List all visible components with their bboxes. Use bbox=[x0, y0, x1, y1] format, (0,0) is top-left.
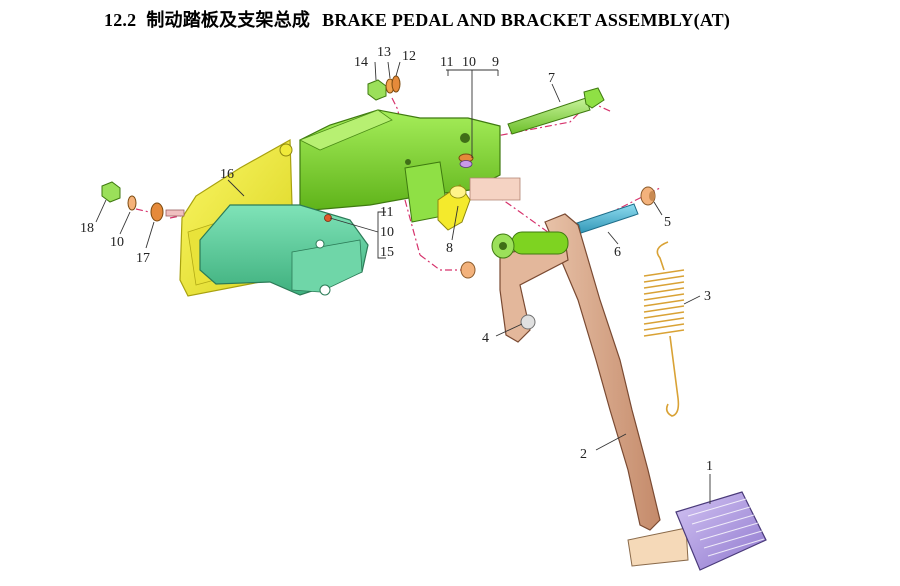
part-main-bracket bbox=[299, 109, 521, 223]
page-title: 12.2 制动踏板及支架总成 BRAKE PEDAL AND BRACKET ASS… bbox=[104, 6, 730, 32]
callout-16: 16 bbox=[220, 167, 234, 182]
callout-5: 5 bbox=[664, 215, 671, 230]
parts-17-10-18-fasteners bbox=[101, 181, 185, 222]
callout-11-top: 11 bbox=[440, 55, 453, 70]
part-1-pedal-pad bbox=[675, 491, 767, 571]
parts-12-14-fasteners bbox=[367, 75, 401, 101]
callout-8: 8 bbox=[446, 241, 453, 256]
part-2-pedal-arm bbox=[491, 213, 689, 567]
callout-17: 17 bbox=[136, 251, 150, 266]
title-chinese: 制动踏板及支架总成 bbox=[146, 10, 311, 30]
part-bushing-left bbox=[460, 261, 476, 279]
callout-3: 3 bbox=[704, 289, 711, 304]
part-7-bolt bbox=[507, 87, 605, 135]
callout-9: 9 bbox=[492, 55, 499, 70]
callout-12: 12 bbox=[402, 49, 416, 64]
callout-7: 7 bbox=[548, 71, 555, 86]
part-3-spring bbox=[643, 241, 685, 417]
part-15-sub-bracket bbox=[199, 204, 369, 296]
callout-4: 4 bbox=[482, 331, 489, 346]
callout-13: 13 bbox=[377, 45, 391, 60]
callout-11-right: 11 bbox=[380, 205, 393, 220]
callout-14: 14 bbox=[354, 55, 368, 70]
part-6-pin bbox=[571, 203, 639, 236]
callout-10-right: 10 bbox=[380, 225, 394, 240]
part-5-bushing bbox=[640, 186, 656, 206]
title-english: BRAKE PEDAL AND BRACKET ASSEMBLY(AT) bbox=[322, 10, 731, 30]
part-8-switch bbox=[437, 184, 471, 231]
callout-2: 2 bbox=[580, 447, 587, 462]
callout-10-top: 10 bbox=[462, 55, 476, 70]
part-4-pin bbox=[520, 314, 536, 330]
callout-10-left: 10 bbox=[110, 235, 124, 250]
callout-1: 1 bbox=[706, 459, 713, 474]
parts-9-11-stack bbox=[458, 153, 474, 168]
callout-18: 18 bbox=[80, 221, 94, 236]
callout-6: 6 bbox=[614, 245, 621, 260]
title-section-number: 12.2 bbox=[104, 10, 137, 30]
callout-15: 15 bbox=[380, 245, 394, 260]
leader-lines bbox=[95, 61, 711, 504]
